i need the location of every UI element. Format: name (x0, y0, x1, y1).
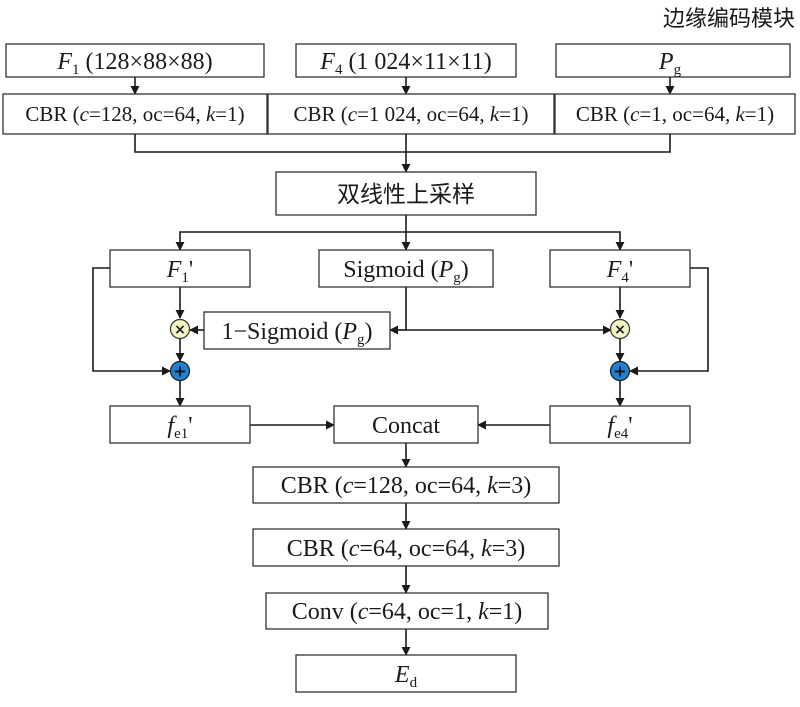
f1-prime-label: F1' (166, 257, 194, 286)
add-right-icon: + (609, 360, 631, 382)
one-minus-sigmoid-label: 1−Sigmoid (Pg) (221, 319, 372, 348)
svg-text:×: × (174, 322, 186, 338)
svg-text:+: + (613, 362, 626, 381)
multiply-right-icon: × (609, 318, 631, 340)
input-f1-label: F1 (128×88×88) (56, 49, 212, 78)
input-f4-label: F4 (1 024×11×11) (319, 49, 491, 78)
one-minus-sigmoid-node: 1−Sigmoid (Pg) (203, 311, 391, 350)
output-ed-node: Ed (295, 654, 517, 693)
upsample-node: 双线性上采样 (275, 171, 537, 216)
fe1-prime-label: fe1' (167, 413, 192, 442)
connectors (92, 77, 709, 656)
cbr-middle-node: CBR (c=1 024, oc=64, k=1) (267, 93, 555, 135)
cbr-left-node: CBR (c=128, oc=64, k=1) (2, 93, 268, 135)
cbr-stack-1-node: CBR (c=128, oc=64, k=3) (252, 466, 560, 504)
cbr-left-label: CBR (c=128, oc=64, k=1) (25, 102, 244, 126)
output-ed-label: Ed (394, 662, 418, 691)
svg-text:×: × (614, 322, 626, 338)
arrow-upsample-to-f1p (175, 231, 406, 251)
input-pg-node: Pg (555, 43, 791, 78)
fe1-prime-node: fe1' (109, 405, 251, 444)
f4-prime-node: F4' (549, 249, 691, 288)
svg-text:+: + (173, 362, 186, 381)
cbr-stack-1-label: CBR (c=128, oc=64, k=3) (281, 473, 532, 499)
sigmoid-node: Sigmoid (Pg) (318, 249, 494, 288)
skip-f4p-to-add (629, 267, 709, 376)
fe4-prime-label: fe4' (607, 413, 632, 442)
conv-node: Conv (c=64, oc=1, k=1) (265, 592, 549, 630)
cbr-right-node: CBR (c=1, oc=64, k=1) (554, 93, 796, 135)
merge-bus-top (134, 134, 671, 153)
cbr-stack-2-node: CBR (c=64, oc=64, k=3) (252, 528, 560, 567)
cbr-middle-label: CBR (c=1 024, oc=64, k=1) (293, 102, 528, 126)
skip-f1p-to-add (92, 267, 171, 376)
f1-prime-node: F1' (109, 249, 251, 288)
concat-node: Concat (333, 405, 479, 444)
input-f1-node: F1 (128×88×88) (5, 43, 265, 78)
input-f4-node: F4 (1 024×11×11) (295, 43, 517, 78)
fe4-prime-node: fe4' (549, 405, 691, 444)
f4-prime-label: F4' (606, 257, 634, 286)
arrow-upsample-to-f4p (406, 231, 625, 251)
module-title: 边缘编码模块 (663, 7, 795, 32)
input-pg-label: Pg (658, 49, 682, 78)
conv-label: Conv (c=64, oc=1, k=1) (292, 599, 523, 625)
cbr-stack-2-label: CBR (c=64, oc=64, k=3) (287, 536, 526, 562)
upsample-label: 双线性上采样 (337, 182, 475, 208)
concat-label: Concat (372, 413, 440, 439)
add-left-icon: + (169, 360, 191, 382)
arrow-sigmoid-to-right-multiply (405, 287, 612, 335)
cbr-right-label: CBR (c=1, oc=64, k=1) (576, 102, 774, 126)
sigmoid-label: Sigmoid (Pg) (343, 257, 469, 286)
multiply-left-icon: × (169, 318, 191, 340)
